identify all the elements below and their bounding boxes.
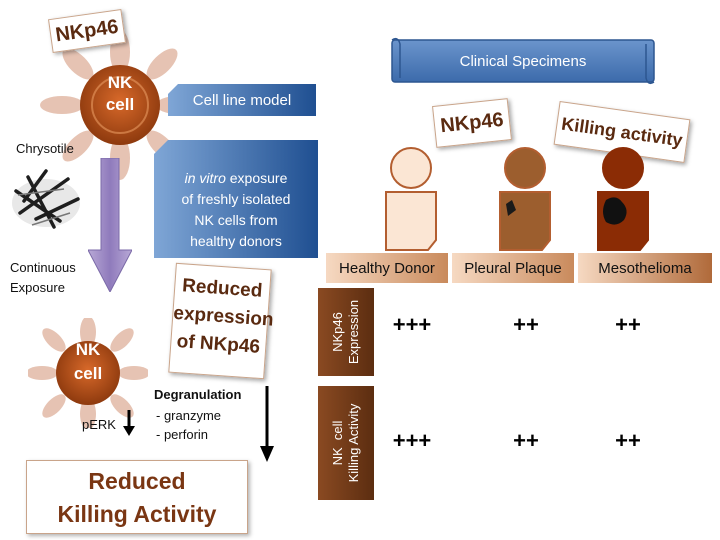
clinical-specimens-banner (391, 37, 655, 85)
perk-down-arrow-icon (123, 410, 135, 436)
column-header-healthy-donor: Healthy Donor (326, 253, 448, 283)
nk-cell-bottom-label: NK cell (73, 340, 103, 383)
degranulation-title: Degranulation (154, 387, 242, 402)
cell-value: ++ (615, 312, 641, 337)
nk-cell-bottom-icon (28, 318, 148, 428)
row-header-killing-activity: NK cell Killing Activity (318, 386, 374, 500)
in-vitro-text: in vitro exposure of freshly isolated NK… (181, 170, 291, 249)
cell-value: +++ (392, 428, 432, 453)
chrysotile-fibers-icon (12, 169, 80, 229)
nkp46-tag-right: NKp46 (432, 98, 512, 148)
degranulation-item: - perforin (156, 427, 209, 442)
degranulation-down-arrow-icon (260, 386, 274, 462)
exposure-down-arrow-icon (88, 158, 132, 292)
perk-label: pERK (82, 417, 116, 432)
degranulation-list: - granzyme - perforin (156, 406, 221, 444)
degranulation-item: - granzyme (156, 408, 222, 423)
clinical-specimens-label: Clinical Specimens (459, 52, 587, 70)
pleural-plaque-person-icon (499, 147, 551, 251)
column-header-pleural-plaque: Pleural Plaque (452, 253, 574, 283)
column-header-mesothelioma: Mesothelioma (578, 253, 712, 283)
continuous-exposure-label: Continuous Exposure (10, 260, 76, 295)
cell-line-model-box (168, 84, 316, 116)
cell-value: ++ (513, 312, 539, 337)
cell-value: ++ (513, 428, 539, 453)
chrysotile-label: Chrysotile (16, 141, 74, 156)
cell-value: ++ (615, 428, 641, 453)
in-vitro-box (154, 140, 318, 258)
reduced-killing-box: Reduced Killing Activity (26, 460, 248, 534)
row-header-nkp46-expression: NKp46 Expression (318, 288, 374, 376)
nk-cell-top-label: NK cell (105, 73, 135, 114)
cell-value: +++ (392, 312, 432, 337)
reduced-expression-tag: Reduced expression of NKp46 (168, 262, 274, 380)
mesothelioma-person-icon (597, 147, 649, 251)
healthy-donor-person-icon (385, 147, 437, 251)
cell-line-model-label: Cell line model (192, 91, 292, 109)
